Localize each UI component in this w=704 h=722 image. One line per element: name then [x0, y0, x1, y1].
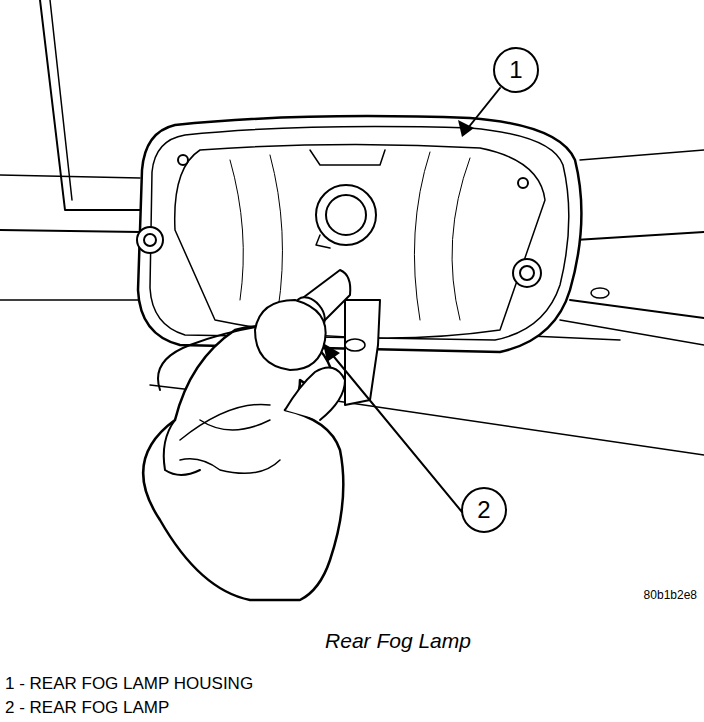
legend-line: 1 - REAR FOG LAMP HOUSING [5, 675, 253, 694]
figure-code: 80b1b2e8 [644, 589, 697, 602]
legend-line: 2 - REAR FOG LAMP [5, 699, 169, 718]
figure-caption: Rear Fog Lamp [325, 629, 471, 652]
callout-number: 1 [509, 57, 522, 83]
callout-number: 2 [477, 497, 490, 523]
